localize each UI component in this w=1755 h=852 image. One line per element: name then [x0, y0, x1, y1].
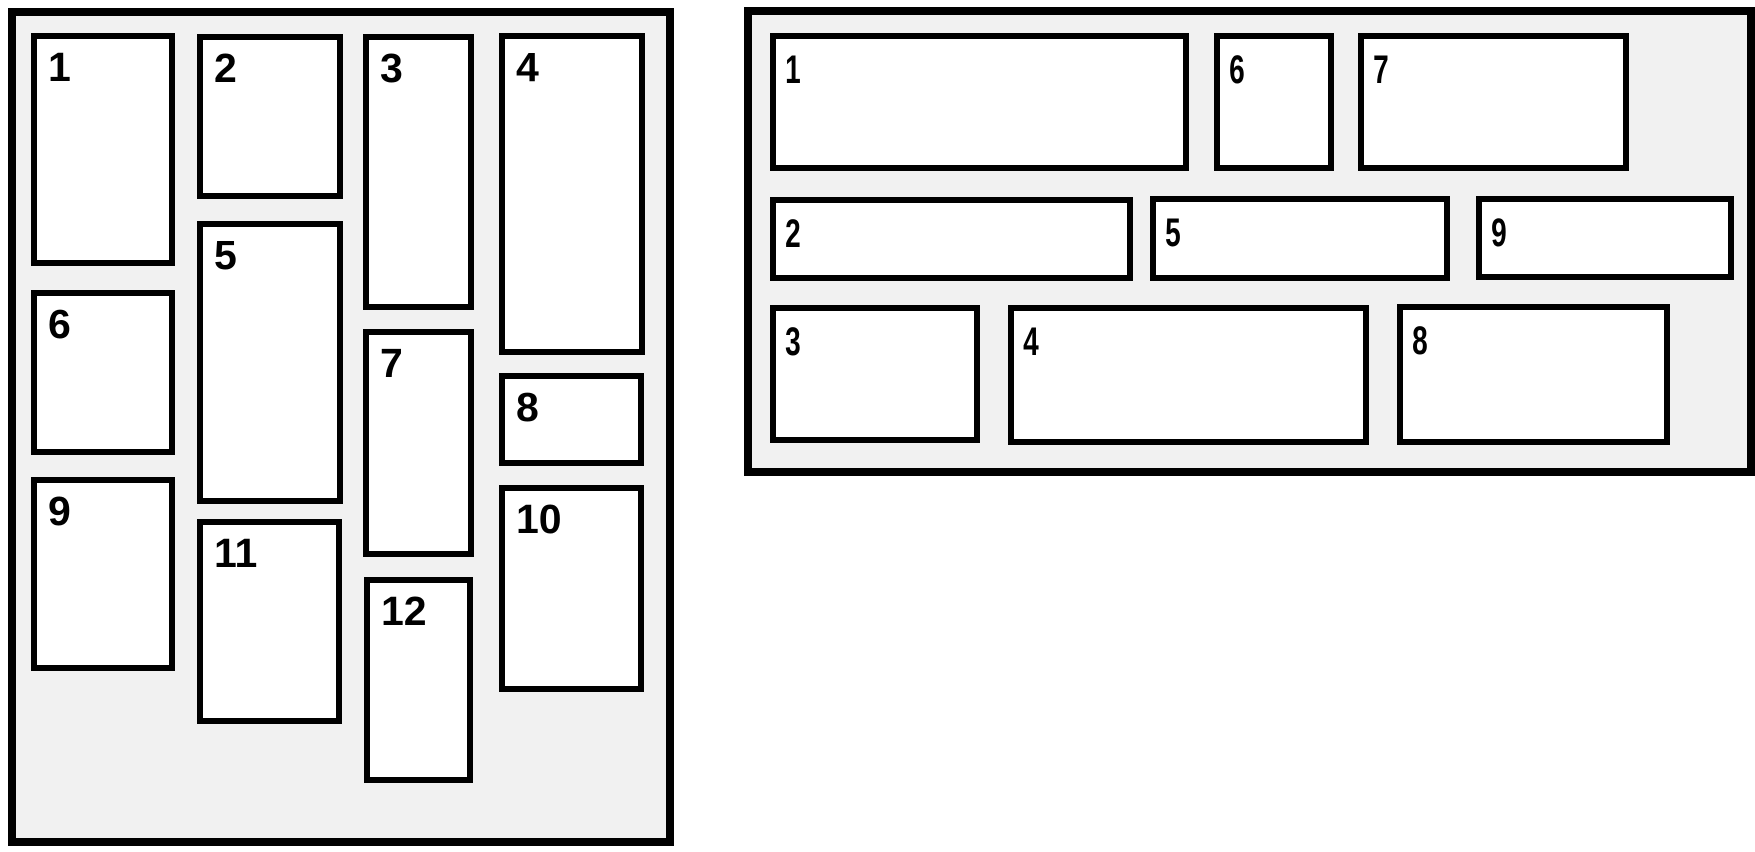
masonry-panel-horizontal-item-3: 3 [770, 305, 980, 443]
masonry-panel-horizontal-item-8: 8 [1397, 304, 1670, 445]
item-number-label: 12 [381, 588, 427, 634]
item-number-label: 10 [516, 496, 562, 542]
masonry-panel-vertical-item-7: 7 [363, 329, 474, 557]
masonry-panel-vertical-item-5: 5 [197, 221, 343, 504]
masonry-panel-horizontal: 1 2 3 4 5 6 7 8 9 [744, 7, 1755, 476]
masonry-panel-vertical-item-9: 9 [31, 477, 175, 671]
item-number-label: 9 [48, 488, 71, 534]
item-number-label: 6 [48, 301, 71, 347]
item-number-label: 4 [516, 44, 539, 90]
item-number-label: 2 [214, 45, 237, 91]
item-number-label: 3 [785, 320, 801, 364]
masonry-panel-horizontal-item-7: 7 [1358, 33, 1629, 171]
item-number-label: 4 [1023, 320, 1039, 364]
item-number-label: 7 [1373, 48, 1389, 92]
item-number-label: 9 [1491, 211, 1507, 255]
item-number-label: 3 [380, 45, 403, 91]
masonry-panel-vertical-item-6: 6 [31, 290, 175, 455]
masonry-panel-horizontal-item-9: 9 [1476, 196, 1734, 280]
item-number-label: 5 [1165, 211, 1181, 255]
masonry-panel-vertical-item-4: 4 [499, 33, 645, 355]
item-number-label: 1 [785, 48, 801, 92]
masonry-panel-vertical-item-8: 8 [499, 373, 644, 466]
masonry-panel-horizontal-item-6: 6 [1214, 33, 1334, 171]
item-number-label: 6 [1229, 48, 1245, 92]
masonry-panel-vertical-item-1: 1 [31, 33, 175, 266]
item-number-label: 11 [214, 530, 258, 576]
masonry-panel-vertical-item-3: 3 [363, 34, 474, 310]
masonry-panel-horizontal-item-2: 2 [770, 197, 1133, 281]
item-number-label: 8 [516, 384, 539, 430]
masonry-panel-vertical-item-11: 11 [197, 519, 342, 724]
masonry-panel-horizontal-item-4: 4 [1008, 305, 1369, 445]
item-number-label: 7 [380, 340, 403, 386]
masonry-panel-vertical-item-12: 12 [364, 577, 473, 783]
masonry-panel-vertical-item-2: 2 [197, 34, 343, 199]
masonry-panel-horizontal-item-1: 1 [770, 33, 1189, 171]
masonry-panel-horizontal-item-5: 5 [1150, 196, 1450, 281]
item-number-label: 5 [214, 232, 237, 278]
item-number-label: 1 [48, 44, 71, 90]
item-number-label: 2 [785, 212, 801, 256]
masonry-panel-vertical-item-10: 10 [499, 485, 644, 692]
item-number-label: 8 [1412, 319, 1428, 363]
